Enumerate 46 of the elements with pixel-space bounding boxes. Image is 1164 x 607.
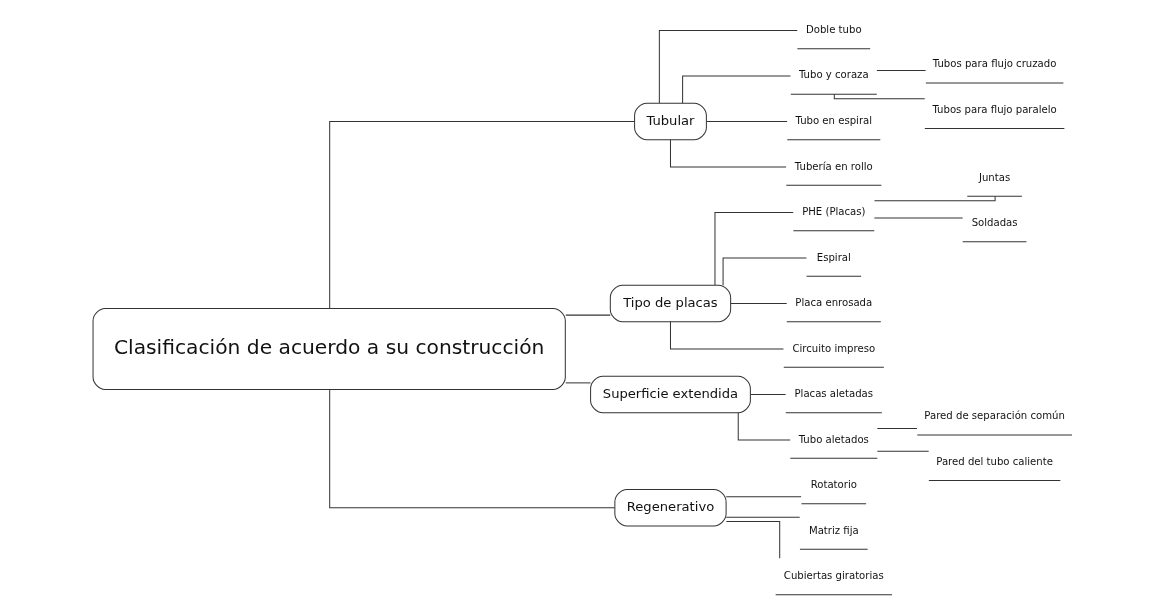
connector [705, 120, 788, 122]
node-text: PHE (Placas) [801, 206, 865, 218]
connector [725, 521, 780, 559]
connector [876, 450, 929, 452]
connector [729, 303, 787, 304]
node-text: Tubos para flujo paralelo [931, 103, 1057, 115]
node-text: Tubo y coraza [798, 69, 869, 81]
node-text: Matriz fija [808, 524, 859, 536]
node-box: Tipo de placas [609, 284, 731, 323]
node-text: Cubiertas giratorias [783, 570, 884, 582]
connector [669, 139, 787, 168]
node-text: Tubo en espiral [795, 115, 872, 126]
connector [669, 321, 784, 350]
node-text: Circuito impreso [791, 342, 875, 354]
connector [876, 427, 917, 429]
node-text: Espiral [816, 251, 851, 263]
node-text: Tubos para flujo cruzado [932, 58, 1056, 70]
node-box: Clasificación de acuerdo a su construcción [92, 308, 566, 390]
connector [873, 195, 996, 202]
connector [328, 388, 615, 509]
connector [713, 212, 794, 286]
connector [725, 516, 800, 518]
connector [658, 29, 798, 104]
node-text: Placas aletadas [794, 388, 873, 400]
connector [564, 382, 591, 384]
node-box: Tubular [633, 102, 707, 141]
connector [725, 496, 802, 498]
connector [681, 75, 791, 104]
node-text: Juntas [978, 171, 1010, 183]
connector [564, 314, 611, 316]
connector [875, 69, 926, 71]
node-text: Soldadas [971, 217, 1018, 229]
node-box: Regenerativo [613, 489, 727, 527]
node-text: Pared de separación común [923, 410, 1065, 422]
connector [833, 93, 925, 100]
connector [737, 412, 791, 441]
node-box: Superficie extendida [589, 375, 751, 414]
node-text: Rotatorio [810, 479, 857, 491]
node-text: Placa enrosada [794, 297, 872, 309]
node-text: Doble tubo [805, 23, 862, 35]
connector [749, 394, 786, 395]
node-text: Pared del tubo caliente [935, 455, 1053, 467]
node-text: Tubería en rollo [794, 160, 873, 172]
connector [328, 120, 635, 309]
node-text: Tubo aletados [798, 433, 869, 445]
connector [722, 257, 807, 286]
